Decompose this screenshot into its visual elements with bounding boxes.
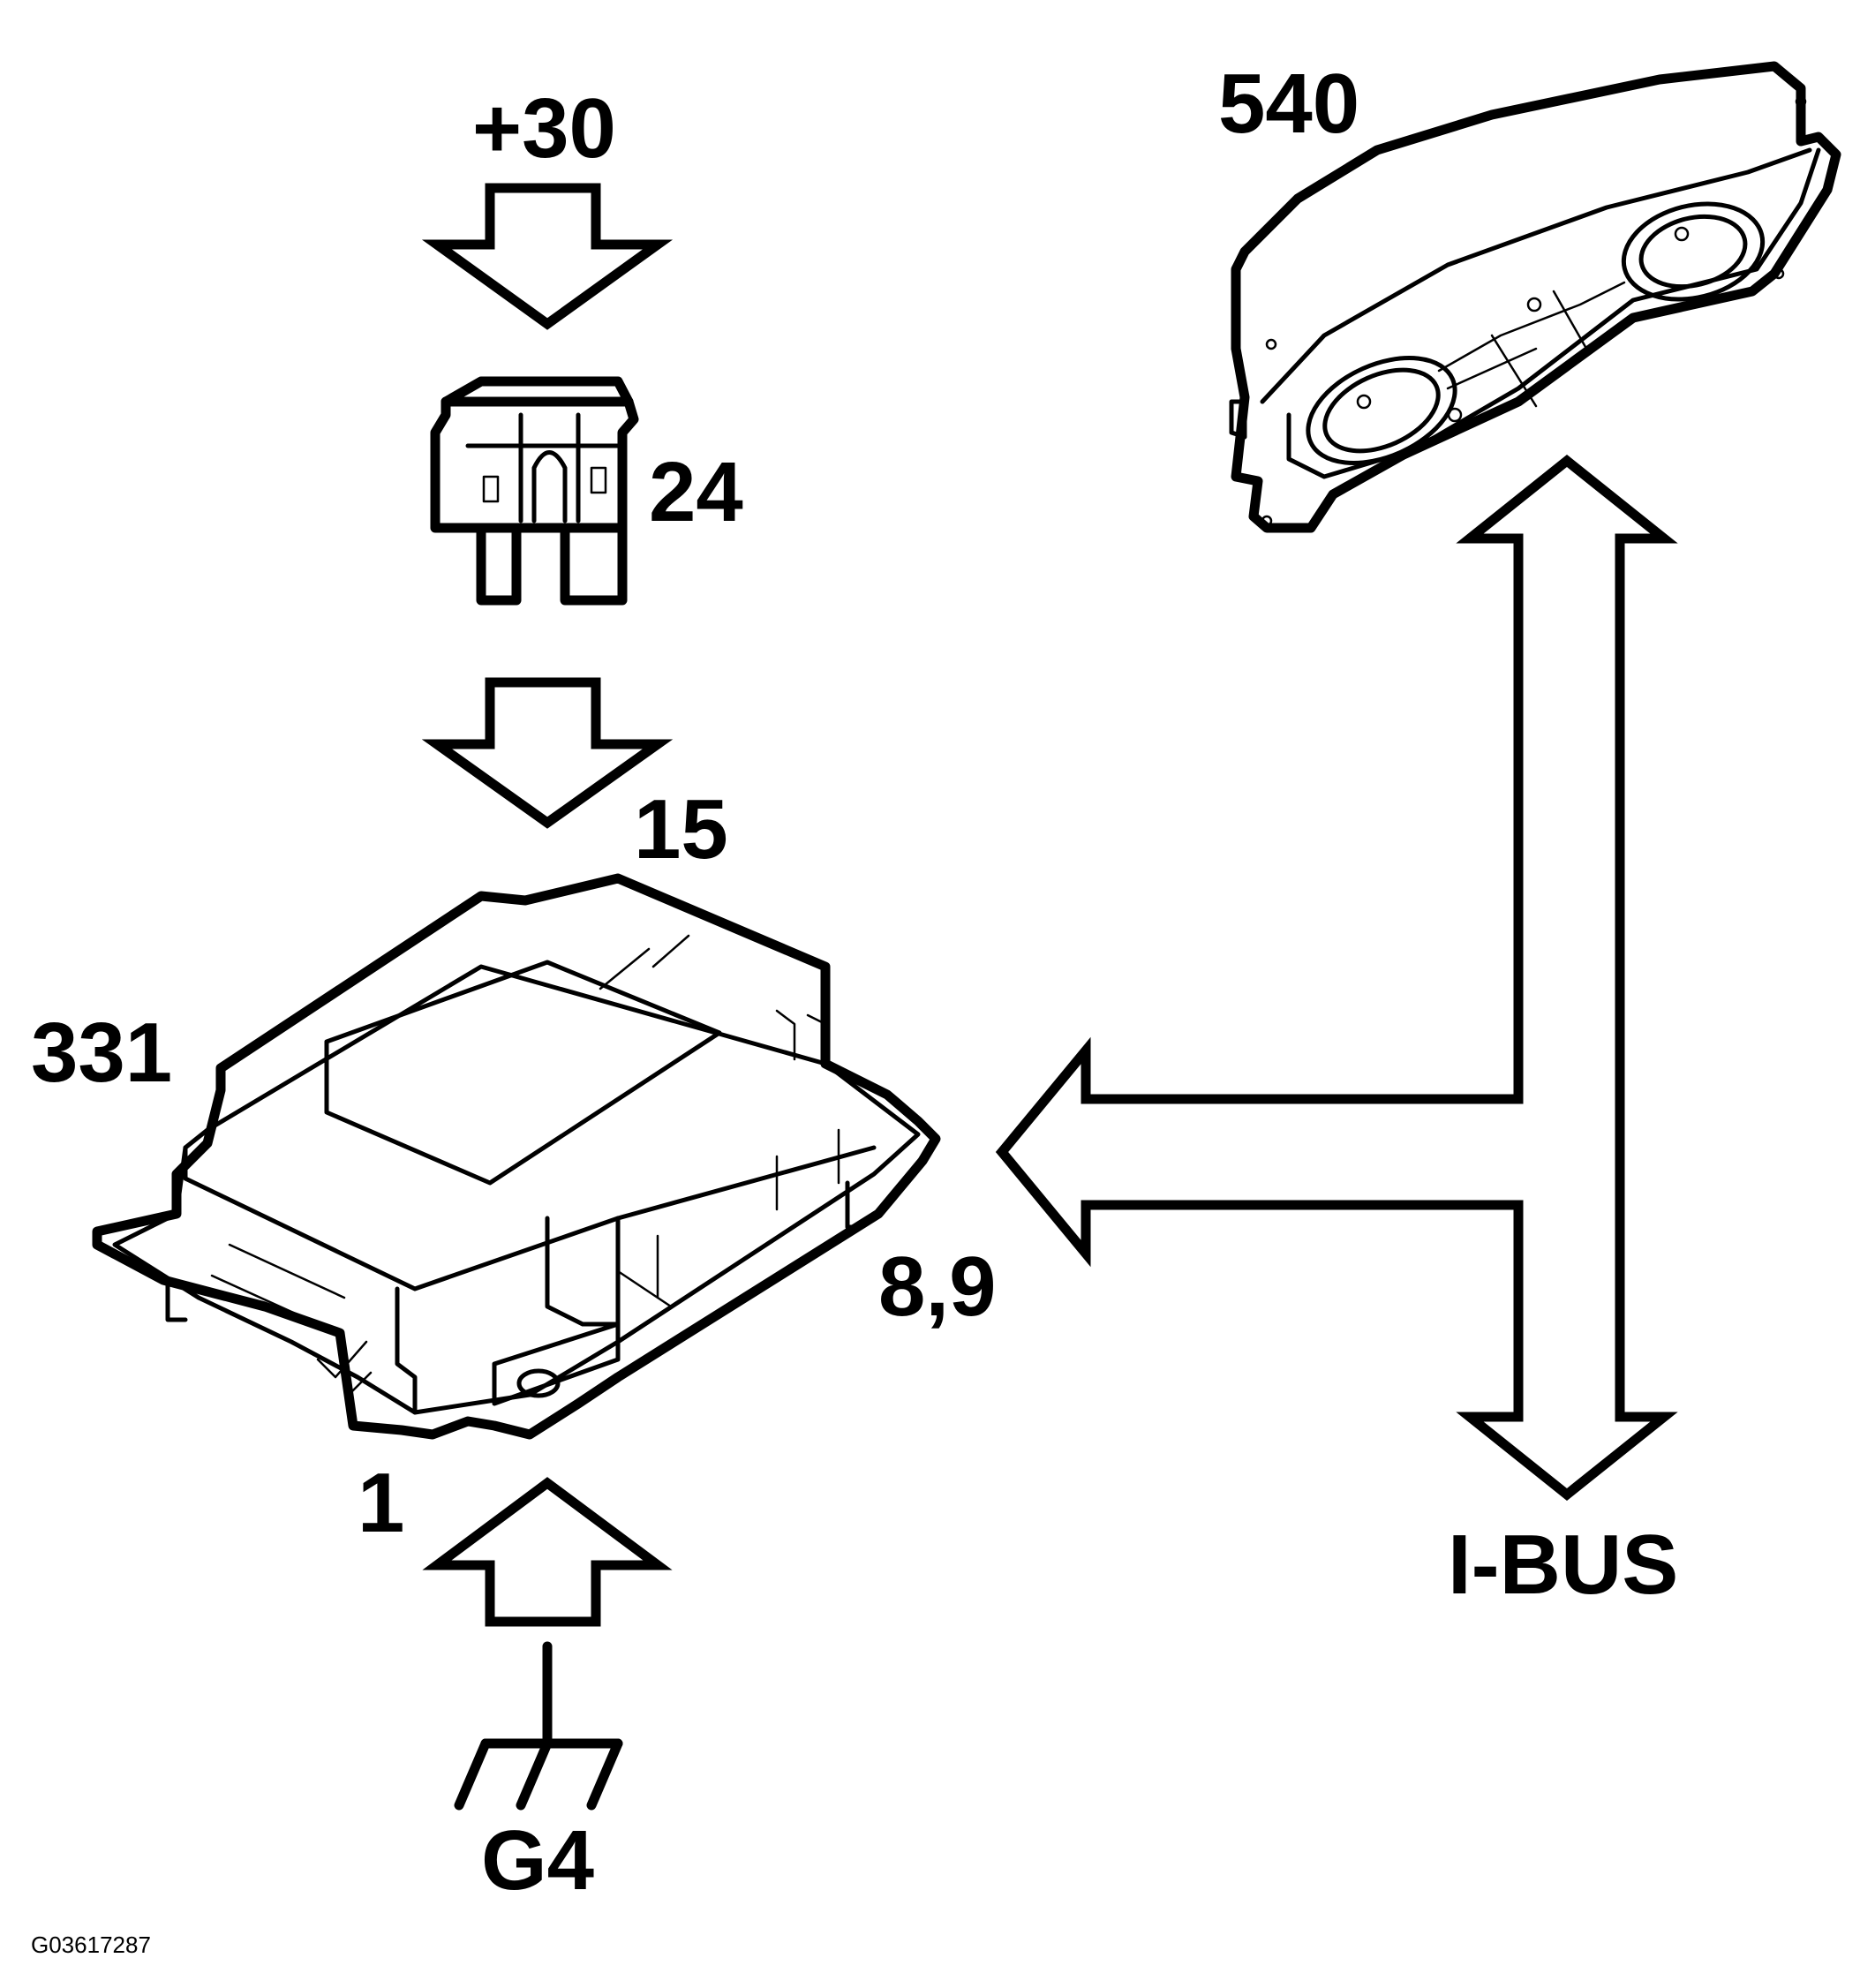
bus-label: I-BUS <box>1448 1517 1678 1612</box>
cluster-label: 540 <box>1218 56 1359 151</box>
control-module-icon <box>92 873 941 1440</box>
module-ground-pin-label: 1 <box>358 1456 404 1550</box>
ground-label: G4 <box>481 1813 594 1908</box>
module-bus-pin-label: 8,9 <box>878 1239 996 1334</box>
ibus-arrow <box>995 454 1678 1502</box>
fuse-to-module-arrow <box>421 677 674 829</box>
instrument-cluster-icon <box>1229 61 1841 533</box>
module-power-pin-label: 15 <box>634 782 728 877</box>
fuse-label: 24 <box>649 445 743 539</box>
module-label: 331 <box>31 1005 172 1100</box>
ground-symbol-icon <box>454 1641 623 1811</box>
supply-label: +30 <box>472 81 616 176</box>
figure-id: G03617287 <box>31 1932 151 1958</box>
supply-arrow <box>421 183 674 330</box>
ground-arrow <box>422 1477 673 1627</box>
fuse-icon <box>430 376 639 606</box>
